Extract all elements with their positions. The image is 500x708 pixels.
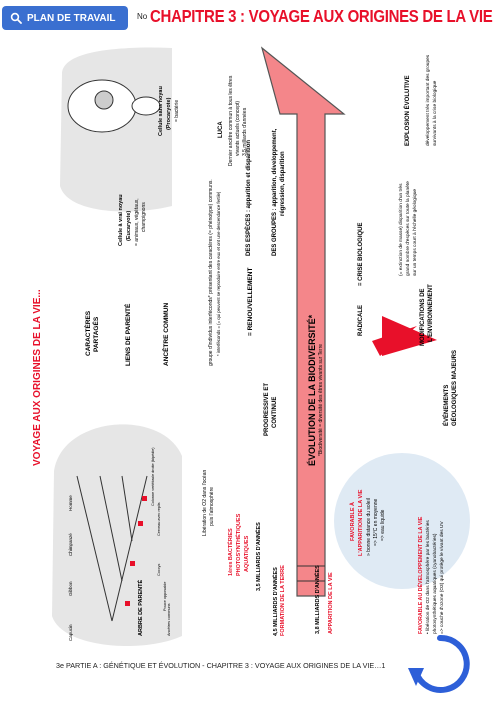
espece-def: groupe d'individus interféconds* présent… bbox=[208, 179, 214, 366]
luca-label: LUCA bbox=[218, 121, 224, 138]
eukaryote-sub: (Eucaryote) bbox=[126, 211, 132, 241]
evolution-arrow bbox=[260, 46, 346, 597]
environment-wedge bbox=[382, 316, 437, 356]
evolution-title: ÉVOLUTION DE LA BIODIVERSITÉ* bbox=[307, 314, 317, 466]
ancetre-label: ANCÊTRE COMMUN bbox=[161, 303, 170, 366]
crise-label: = CRISE BIOLOGIQUE bbox=[358, 222, 364, 286]
progressif-label: PROGRESSIVE ET bbox=[264, 383, 270, 436]
evolution-def: *Biodiversité = diversité des êtres viva… bbox=[318, 344, 324, 456]
species-homme: Homme bbox=[68, 495, 73, 511]
trait-ancetres: Ancêtres communs bbox=[167, 603, 171, 636]
trait-cerveau: Cerveau avec replis bbox=[157, 502, 161, 536]
page-footer: 3e PARTIE A : GÉNÉTIQUE ET ÉVOLUTION - C… bbox=[56, 661, 386, 670]
trait-bipedie: Colonne vertébrale droite (bipédie) bbox=[151, 447, 155, 506]
species-chimpanze: Chimpanzé bbox=[68, 533, 73, 556]
eukaryote-examples-2: champignons bbox=[141, 202, 147, 232]
crise-def-2: grand nombre d'espèces sur toute la plan… bbox=[405, 181, 411, 276]
favorable-detail-2: => 15°C en moyenne bbox=[373, 498, 379, 546]
plan-de-travail-button[interactable]: PLAN DE TRAVAIL bbox=[2, 6, 128, 30]
groupes-label-2: régression, disparition bbox=[280, 151, 286, 216]
groupes-label: DES GROUPES : apparition, développement, bbox=[272, 128, 278, 256]
favorable-dev-label: FAVORABLE AU DÉVELOPPEMENT DE LA VIE bbox=[416, 516, 424, 634]
favorable-dev-1: • libération de O2 dans l'atmosphère par… bbox=[425, 520, 431, 634]
apparition-vie: APPARITION DE LA VIE bbox=[328, 572, 334, 634]
species-capucin: Capucin bbox=[68, 624, 73, 641]
species-gibbon: Gibbon bbox=[68, 581, 73, 596]
modifications-label-2: L'ENVIRONNEMENT bbox=[428, 284, 434, 342]
explosion-def-2: survivants à la crise biologique bbox=[432, 80, 438, 146]
note-label: No bbox=[137, 12, 148, 21]
favorable-detail-3: => eau liquide bbox=[380, 509, 386, 541]
prokaryote-examples: = bactérie bbox=[174, 100, 180, 122]
trait-coccyx: Coccyx bbox=[157, 563, 161, 576]
progressif-label-2: CONTINUE bbox=[272, 397, 278, 428]
explosion-def: développement très important des groupes bbox=[425, 54, 431, 146]
top-toolbar: PLAN DE TRAVAIL No CHAPITRE 3 : VOYAGE A… bbox=[0, 0, 500, 34]
phylogenetic-tree bbox=[76, 475, 148, 622]
caracteres-label-2: PARTAGÉS bbox=[91, 316, 100, 352]
environment-wedge-2 bbox=[372, 326, 417, 356]
date-38: 3,8 MILLIARDS D'ANNÉES bbox=[313, 565, 321, 634]
luca-age: 3,5 milliards d'années bbox=[242, 107, 248, 156]
search-icon bbox=[10, 12, 22, 24]
bacteries-label-2: PHOTOSYNTHÉTIQUES bbox=[234, 513, 242, 576]
arbre-label: ARBRE DE PARENTÉ bbox=[136, 580, 144, 636]
plan-de-travail-label: PLAN DE TRAVAIL bbox=[27, 12, 116, 24]
prokaryote-cell-icon bbox=[131, 96, 161, 116]
tree-bubble bbox=[52, 424, 182, 646]
reload-icon[interactable] bbox=[404, 628, 476, 700]
date-35: 3,5 MILLIARDS D'ANNÉES bbox=[254, 522, 262, 591]
radicale-label: RADICALE bbox=[358, 305, 364, 336]
prokaryote-label: Cellule sans noyau bbox=[158, 86, 164, 136]
date-45: 4,5 MILLIARDS D'ANNÉES bbox=[271, 567, 279, 636]
favorable-label: FAVORABLE À bbox=[349, 502, 356, 541]
luca-concept: vivants actuels (concept) bbox=[235, 101, 241, 156]
doc-main-title: VOYAGE AUX ORIGINES DE LA VIE... bbox=[32, 289, 43, 466]
eukaryote-examples: = animaux, végétaux, bbox=[134, 198, 140, 246]
crise-def-3: sur un temps court à l'échelle géologiqu… bbox=[412, 189, 418, 276]
favorable-dev-2: photosynthétiques aquatiques (cyanobacté… bbox=[432, 533, 438, 634]
evenements-label: ÉVÉNEMENTS bbox=[442, 385, 450, 426]
trait-pouce: Pouce opposable bbox=[163, 582, 167, 611]
espece-def-note: * interféconds = (= qui peuvent se repro… bbox=[216, 191, 221, 356]
document-sheet: LUCA Dernier ancêtre commun à tous les ê… bbox=[22, 36, 482, 646]
eukaryote-label: Cellule à vrai noyau bbox=[118, 194, 124, 246]
favorable-detail: » bonne distance du soleil bbox=[366, 498, 372, 556]
liens-label: LIENS DE PARENTÉ bbox=[123, 303, 132, 366]
favorable-dev-3: => couche d'ozone (O3) qui protège le vi… bbox=[439, 521, 445, 634]
earth-globe-icon bbox=[334, 453, 470, 589]
especes-label: DES ESPÈCES : apparition et disparition bbox=[244, 140, 252, 256]
favorable-label-2: L'APPARITION DE LA VIE bbox=[358, 489, 364, 556]
modifications-label: MODIFICATIONS DE bbox=[420, 288, 426, 346]
chapter-title: CHAPITRE 3 : VOYAGE AUX ORIGINES DE LA V… bbox=[150, 7, 493, 27]
bacteries-label: 1ères BACTÉRIES bbox=[226, 528, 234, 576]
luca-block: LUCA Dernier ancêtre commun à tous les ê… bbox=[218, 75, 248, 166]
renouvellement-label: = RENOUVELLEMENT bbox=[247, 268, 254, 336]
liberation-label: Libération de O2 dans l'océan bbox=[202, 470, 208, 536]
bacteries-label-3: AQUATIQUES bbox=[244, 535, 250, 572]
caracteres-label: CARACTÈRES bbox=[83, 310, 92, 356]
liberation-label-2: puis l'atmosphère bbox=[209, 487, 215, 526]
luca-def: Dernier ancêtre commun à tous les êtres bbox=[228, 75, 234, 166]
prokaryote-sub: (Procaryote) bbox=[166, 97, 172, 130]
evenements-label-2: GÉOLOGIQUES MAJEURS bbox=[450, 350, 458, 426]
formation-terre: FORMATION DE LA TERRE bbox=[280, 565, 286, 636]
crise-def: (= extinction de masse) disparition d'un… bbox=[398, 183, 404, 276]
explosion-label: EXPLOSION ÉVOLUTIVE bbox=[403, 75, 411, 146]
